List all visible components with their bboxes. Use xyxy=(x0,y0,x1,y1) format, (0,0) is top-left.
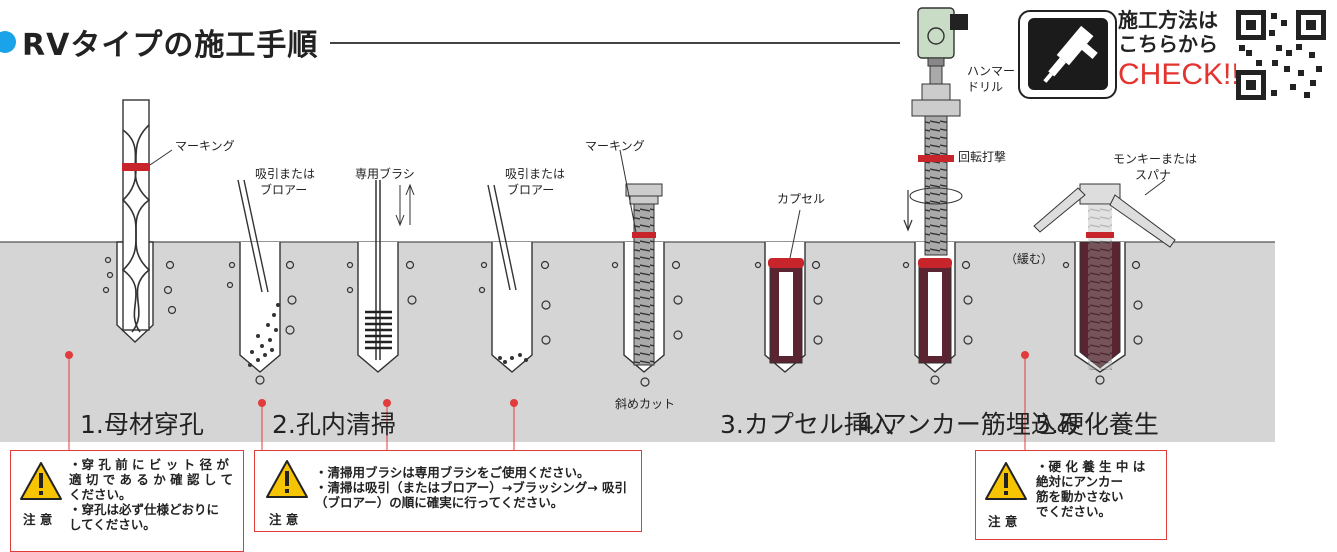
warning-box-2: 注 意 ・清掃用ブラシは専用ブラシをご使用ください。 ・清掃は吸引（またはブロア… xyxy=(254,450,642,532)
hole-2-suction-2 xyxy=(487,184,533,373)
hole-2-suction xyxy=(237,179,281,373)
warning-2-line: ・清掃は吸引（またはブロアー）→ブラッシング→ 吸引 xyxy=(315,480,628,495)
capsule-callout: カプセル xyxy=(777,192,826,206)
wrench-callout-line1: モンキーまたは xyxy=(1113,152,1198,166)
warning-3-line: 絶対にアンカー xyxy=(1036,474,1124,489)
suction-callout-1-line2: ブロアー xyxy=(260,183,308,197)
hole-3-capsule xyxy=(764,209,806,373)
warning-triangle-icon xyxy=(20,462,62,500)
check-line1: 施工方法は xyxy=(1118,8,1218,32)
caution-label-1: 注 意 xyxy=(23,512,53,527)
warning-1-line: ・穿孔は必ず仕様どおりに xyxy=(69,502,220,517)
check-line2: こちらから xyxy=(1118,32,1218,56)
warning-triangle-icon xyxy=(985,462,1027,500)
page-title: RVタイプの施工手順 xyxy=(22,28,319,63)
section-heading: RVタイプの施工手順 xyxy=(0,22,900,63)
hole-2-brush xyxy=(357,180,415,373)
warning-1-line: 適 切 で あ る か 確 認 し て xyxy=(69,472,234,487)
hole-4-anchor xyxy=(903,61,963,373)
step-4-label: 4.アンカー筋埋込み xyxy=(858,410,1081,439)
hole-5-curing xyxy=(1033,179,1176,373)
warning-1-line: してください。 xyxy=(69,517,156,532)
warning-2-line: （ブロアー）の順に確実に行ってください。 xyxy=(315,495,564,510)
step-5-label: 5.硬化養生 xyxy=(1035,410,1159,439)
brush-callout: 専用ブラシ xyxy=(355,167,415,181)
suction-callout-2-line2: ブロアー xyxy=(507,183,555,197)
warning-2-line: ・清掃用ブラシは専用ブラシをご使用ください。 xyxy=(315,465,590,480)
check-cta[interactable]: CHECK!! xyxy=(1118,58,1240,91)
wrench-icon xyxy=(1033,187,1176,248)
marking-callout-1: マーキング xyxy=(175,139,235,153)
check-text: 施工方法は こちらから xyxy=(1118,8,1218,56)
hammer-drill-label-line1: ハンマー xyxy=(967,64,1016,78)
diagonal-cut-callout: 斜めカット xyxy=(615,397,676,411)
warning-3-line: ・硬 化 養 生 中 は xyxy=(1036,459,1146,474)
step-2-label: 2.孔内清掃 xyxy=(272,410,396,439)
hammer-drill-icon xyxy=(917,7,968,67)
warning-3-line: 筋を動かさない xyxy=(1036,489,1124,504)
heading-bullet-icon xyxy=(0,31,16,53)
drill-bit-icon xyxy=(121,99,151,333)
suction-callout-2-line1: 吸引または xyxy=(505,167,566,181)
hole-anchor-check xyxy=(619,149,665,373)
warning-box-3: 注 意 ・硬 化 養 生 中 は 絶対にアンカー 筋を動かさない でください。 xyxy=(975,450,1167,540)
suction-callout-1-line1: 吸引または xyxy=(255,167,316,181)
warning-text-1: ・穿 孔 前 に ビ ッ ト 径 が 適 切 で あ る か 確 認 し て く… xyxy=(69,457,241,532)
warning-1-line: ください。 xyxy=(69,487,132,502)
warning-text-2: ・清掃用ブラシは専用ブラシをご使用ください。 ・清掃は吸引（またはブロアー）→ブ… xyxy=(315,465,635,510)
warning-triangle-icon xyxy=(266,460,308,498)
warning-3-line: でください。 xyxy=(1036,504,1112,519)
hole-1 xyxy=(116,99,173,343)
caution-label-3: 注 意 xyxy=(988,514,1018,529)
wrench-callout-line2: スパナ xyxy=(1135,168,1172,182)
loosen-label: （緩む） xyxy=(1005,252,1054,266)
heading-rule xyxy=(330,42,900,44)
hammer-drill-icon[interactable] xyxy=(1018,10,1117,99)
step-1-label: 1.母材穿孔 xyxy=(80,410,204,439)
qr-code-icon[interactable] xyxy=(1236,10,1326,100)
hammer-drill-label-line2: ドリル xyxy=(967,80,1004,94)
warning-1-line: ・穿 孔 前 に ビ ッ ト 径 が xyxy=(69,457,229,472)
warning-text-3: ・硬 化 養 生 中 は 絶対にアンカー 筋を動かさない でください。 xyxy=(1036,459,1162,519)
rotary-impact-label: 回転打撃 xyxy=(958,150,1007,164)
marking-callout-2: マーキング xyxy=(585,139,645,153)
step-3-label: 3.カプセル挿入 xyxy=(720,410,894,439)
caution-label-2: 注 意 xyxy=(269,512,299,527)
warning-box-1: 注 意 ・穿 孔 前 に ビ ッ ト 径 が 適 切 で あ る か 確 認 し… xyxy=(10,450,244,552)
